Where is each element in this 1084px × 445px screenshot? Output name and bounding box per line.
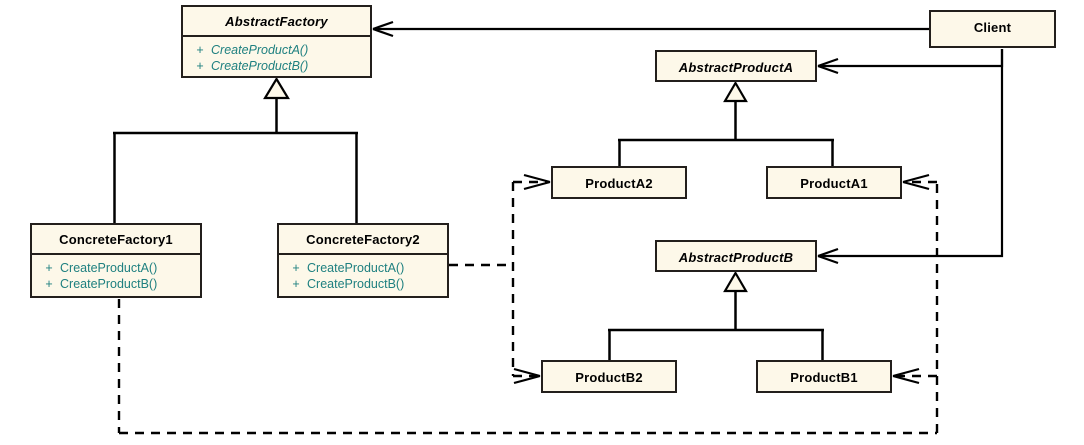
- class-box-concrete-factory-2[interactable]: ConcreteFactory2 + CreateProductA() + Cr…: [277, 223, 449, 298]
- member-visibility: +: [196, 43, 204, 57]
- class-title-abstract-factory: AbstractFactory: [183, 7, 370, 37]
- class-box-concrete-factory-1[interactable]: ConcreteFactory1 + CreateProductA() + Cr…: [30, 223, 202, 298]
- association-client-abstractproductb: [817, 49, 1004, 265]
- class-members-concrete-factory-1: + CreateProductA() + CreateProductB(): [32, 255, 200, 298]
- class-box-product-a2[interactable]: ProductA2: [551, 166, 687, 199]
- class-box-product-b2[interactable]: ProductB2: [541, 360, 677, 393]
- member-name: CreateProductA(): [307, 261, 405, 275]
- member-visibility: +: [196, 59, 204, 73]
- class-member: + CreateProductB(): [189, 58, 364, 74]
- class-members-concrete-factory-2: + CreateProductA() + CreateProductB(): [279, 255, 447, 298]
- class-title-abstract-product-b: AbstractProductB: [678, 250, 794, 265]
- generalization-concretefactories-abstractfactory: [113, 97, 358, 223]
- dependency-concretefactory1-products: [117, 180, 939, 435]
- class-title-concrete-factory-2: ConcreteFactory2: [279, 225, 447, 255]
- class-box-product-a1[interactable]: ProductA1: [766, 166, 902, 199]
- class-box-product-b1[interactable]: ProductB1: [756, 360, 892, 393]
- class-title-concrete-factory-1: ConcreteFactory1: [32, 225, 200, 255]
- class-title-client: Client: [973, 20, 1012, 35]
- member-name: CreateProductB(): [211, 59, 309, 73]
- member-visibility: +: [45, 277, 53, 291]
- dependency-arrowhead-productb2: [513, 367, 541, 385]
- dependency-concretefactory2-products: [449, 180, 549, 378]
- class-member: + CreateProductB(): [285, 276, 441, 292]
- member-name: CreateProductB(): [307, 277, 405, 291]
- hollow-triangle-arrowhead-abstractproductb: [723, 270, 748, 293]
- class-box-abstract-product-a[interactable]: AbstractProductA: [655, 50, 817, 82]
- class-title-product-a1: ProductA1: [800, 176, 868, 191]
- association-client-abstractfactory: [372, 20, 929, 38]
- class-title-abstract-product-a: AbstractProductA: [678, 60, 794, 75]
- dependency-arrowhead-producta1: [902, 173, 930, 191]
- class-box-client[interactable]: Client: [929, 10, 1056, 48]
- member-name: CreateProductB(): [60, 277, 158, 291]
- class-title-product-b2: ProductB2: [575, 370, 643, 385]
- association-client-abstractproducta: [817, 49, 1004, 75]
- class-member: + CreateProductB(): [38, 276, 194, 292]
- member-name: CreateProductA(): [211, 43, 309, 57]
- member-visibility: +: [292, 277, 300, 291]
- dependency-arrowhead-productb1: [892, 367, 920, 385]
- generalization-productb-abstractproductb: [608, 290, 824, 360]
- class-member: + CreateProductA(): [189, 42, 364, 58]
- class-member: + CreateProductA(): [285, 260, 441, 276]
- class-box-abstract-product-b[interactable]: AbstractProductB: [655, 240, 817, 272]
- class-title-product-b1: ProductB1: [790, 370, 858, 385]
- class-box-abstract-factory[interactable]: AbstractFactory + CreateProductA() + Cre…: [181, 5, 372, 78]
- member-visibility: +: [292, 261, 300, 275]
- class-members-abstract-factory: + CreateProductA() + CreateProductB(): [183, 37, 370, 80]
- generalization-producta-abstractproducta: [618, 100, 834, 166]
- member-visibility: +: [45, 261, 53, 275]
- member-name: CreateProductA(): [60, 261, 158, 275]
- hollow-triangle-arrowhead-abstractfactory: [263, 76, 290, 100]
- dependency-arrowhead-producta2: [523, 173, 551, 191]
- class-member: + CreateProductA(): [38, 260, 194, 276]
- hollow-triangle-arrowhead-abstractproducta: [723, 80, 748, 103]
- class-title-product-a2: ProductA2: [585, 176, 653, 191]
